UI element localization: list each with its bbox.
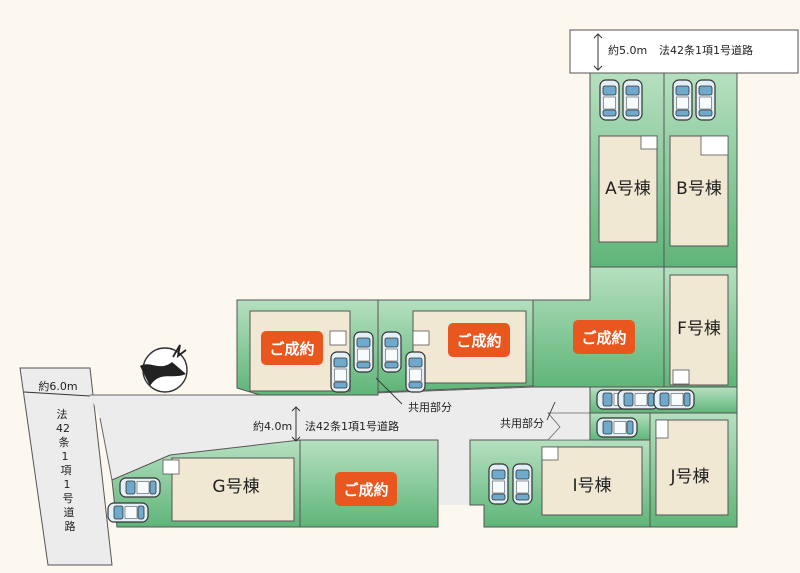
- sold-badge-text: ご成約: [343, 481, 388, 499]
- svg-text:条: 条: [59, 435, 70, 449]
- car-icon: [622, 79, 643, 121]
- sold-badge: [335, 472, 397, 506]
- parking-strip: [589, 386, 738, 414]
- lot-g: G号棟: [107, 439, 301, 528]
- lot-sold-1: ご成約: [236, 299, 379, 396]
- shared-pointers: [375, 377, 556, 421]
- sold-badge: [573, 320, 635, 354]
- car-icon: [330, 351, 351, 393]
- lot-a: A号棟: [589, 72, 665, 268]
- left-road-width: 約6.0m: [38, 379, 77, 393]
- car-icon: [672, 79, 693, 121]
- left-road-dimension: 約6.0m: [23, 379, 91, 397]
- top-road-name: 法42条1項1号道路: [659, 43, 753, 57]
- road-left: [19, 367, 113, 566]
- svg-text:項: 項: [61, 464, 72, 477]
- sold-badge: [448, 323, 510, 357]
- svg-text:道: 道: [64, 505, 75, 519]
- svg-text:路: 路: [65, 520, 76, 533]
- lot-i: I号棟: [469, 439, 651, 528]
- car-icon: [512, 463, 533, 505]
- sold-badge-text: ご成約: [581, 329, 626, 347]
- car-icon: [653, 389, 695, 410]
- car-icon: [596, 417, 638, 438]
- sold-badge-text: ご成約: [456, 332, 501, 350]
- svg-text:号: 号: [63, 492, 74, 505]
- road-top: [569, 29, 799, 74]
- lot-b: B号棟: [663, 72, 738, 268]
- svg-text:1: 1: [64, 478, 71, 491]
- car-icon: [695, 79, 716, 121]
- car-icon: [599, 79, 620, 121]
- mid-road-name: 法42条1項1号道路: [305, 419, 399, 433]
- lot-j-label: J号棟: [669, 467, 709, 487]
- lot-g-label: G号棟: [212, 477, 259, 497]
- mid-road-width: 約4.0m: [253, 419, 292, 433]
- car-icon: [488, 463, 509, 505]
- shared-area-label: 共用部分: [500, 416, 544, 430]
- lot-j: J号棟: [649, 412, 738, 528]
- sold-badge-text: ご成約: [269, 340, 314, 358]
- svg-text:法: 法: [57, 407, 68, 421]
- car-icon: [119, 477, 161, 498]
- lot-f-label: F号棟: [677, 319, 721, 339]
- mid-road-dimension: [291, 406, 301, 442]
- car-icon: [405, 351, 426, 393]
- svg-text:42: 42: [56, 422, 70, 435]
- shared-area: [547, 412, 651, 441]
- lot-sold-right: ご成約: [532, 266, 665, 388]
- car-icon: [353, 331, 374, 373]
- svg-text:1: 1: [62, 450, 69, 463]
- car-icon: [107, 502, 149, 523]
- north-arrow-icon: [140, 344, 188, 393]
- left-road-name: 法 42 条 1 項 1 号 道 路: [56, 407, 76, 533]
- lot-b-label: B号棟: [676, 179, 722, 199]
- lot-i-label: I号棟: [572, 476, 611, 496]
- lot-a-label: A号棟: [605, 179, 651, 199]
- lot-f: F号棟: [663, 266, 738, 388]
- sold-badge: [261, 331, 323, 365]
- car-icon: [381, 331, 402, 373]
- top-road-width: 約5.0m: [608, 43, 647, 57]
- car-icon: [617, 389, 659, 410]
- shared-area-label: 共用部分: [408, 400, 452, 414]
- lot-sold-2: ご成約: [377, 299, 534, 393]
- lot-sold-3: ご成約: [299, 439, 439, 528]
